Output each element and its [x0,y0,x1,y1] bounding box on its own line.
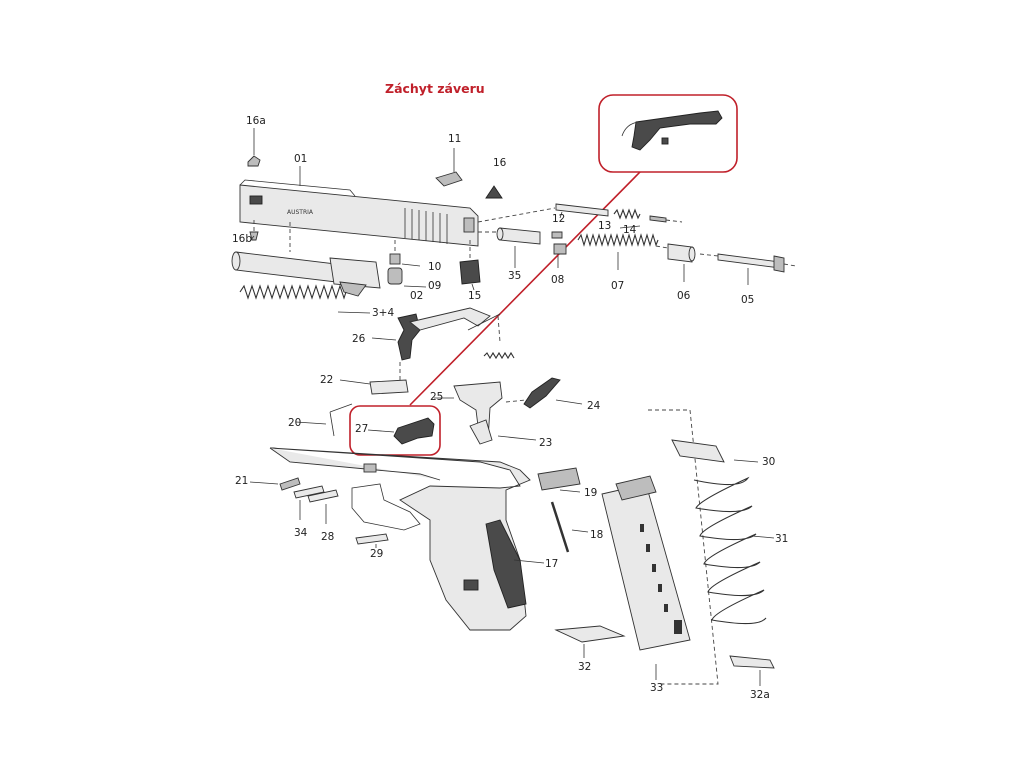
firing-pin-spring-13 [613,208,641,220]
label-23: 23 [539,437,552,449]
label-28: 28 [321,531,334,543]
label-16: 16 [493,157,507,169]
slide-part-01: AUSTRIA [239,179,479,247]
label-15: 15 [468,290,481,302]
pin-29 [355,533,389,545]
label-05: 05 [741,294,754,306]
label-10: 10 [428,261,441,273]
firing-pin-12 [555,203,609,217]
label-35: 35 [508,270,521,282]
label-14: 14 [623,224,637,236]
spacer-sleeve-14 [649,215,667,223]
magazine-assembly-bracket [648,409,719,685]
magazine-tube-33 [601,475,691,651]
label-06: 06 [677,290,691,302]
label-18: 18 [590,529,603,541]
label-16a: 16a [246,115,266,127]
firing-pin-05 [717,253,781,269]
label-19: 19 [584,487,597,499]
firing-pin-spring-07 [577,233,659,247]
spring-cup-10 [389,253,401,265]
label-01: 01 [294,153,307,165]
cover-plate-15 [459,259,481,285]
highlight-callout [598,94,738,173]
label-25: 25 [430,391,443,403]
spring-loaded-bearing-08 [551,231,563,239]
pin-28 [307,489,339,503]
label-34: 34 [294,527,308,539]
magazine-follower-30 [671,439,725,463]
label-26: 26 [352,333,366,345]
label-31: 31 [775,533,788,545]
label-12: 12 [552,213,565,225]
label-07: 07 [611,280,624,292]
spring-cup-06 [667,243,693,263]
rear-sight-16 [485,185,503,199]
label-3-4: 3+4 [372,307,394,319]
connector-23 [469,419,493,445]
spring-cups-35 [499,227,541,245]
recoil-spring-3-4 [239,284,347,300]
part-labels: 16a 01 11 16 16b 12 13 14 10 09 02 15 35… [232,115,788,701]
magazine-insert-32a [729,655,775,669]
pin-21 [279,477,301,491]
label-11: 11 [448,133,461,145]
label-20: 20 [288,417,301,429]
label-27: 27 [355,423,368,435]
label-02: 02 [410,290,423,302]
svg-text:AUSTRIA: AUSTRIA [287,209,314,216]
barrel-part-02 [231,251,381,297]
slide-lock-spring-18 [550,501,570,553]
label-17: 17 [545,558,558,570]
trigger-spring [483,351,515,360]
firing-pin-safety-09 [387,267,403,285]
slide-stop-lever-27 [393,417,435,445]
label-32: 32 [578,661,591,673]
label-30: 30 [762,456,775,468]
label-21: 21 [235,475,248,487]
label-29: 29 [370,548,383,560]
label-24: 24 [587,400,601,412]
magazine-spring-31 [693,476,767,625]
diagram-title: Záchyt záveru [385,81,485,96]
label-22: 22 [320,374,333,386]
frame-part-17 [269,447,531,631]
label-08: 08 [551,274,564,286]
label-16b: 16b [232,233,252,245]
label-09: 09 [428,280,441,292]
label-13: 13 [598,220,611,232]
front-sight-16a [247,155,261,167]
extractor-11 [435,171,463,187]
ejector-24 [523,377,561,409]
label-33: 33 [650,682,663,694]
pin-20 [329,403,353,437]
locking-block-22 [369,379,409,395]
highlight-box-27 [349,405,441,456]
magazine-base-plate-32 [554,625,626,643]
label-32a: 32a [750,689,770,701]
slide-lock-19 [537,467,581,491]
pin-34 [293,485,325,499]
